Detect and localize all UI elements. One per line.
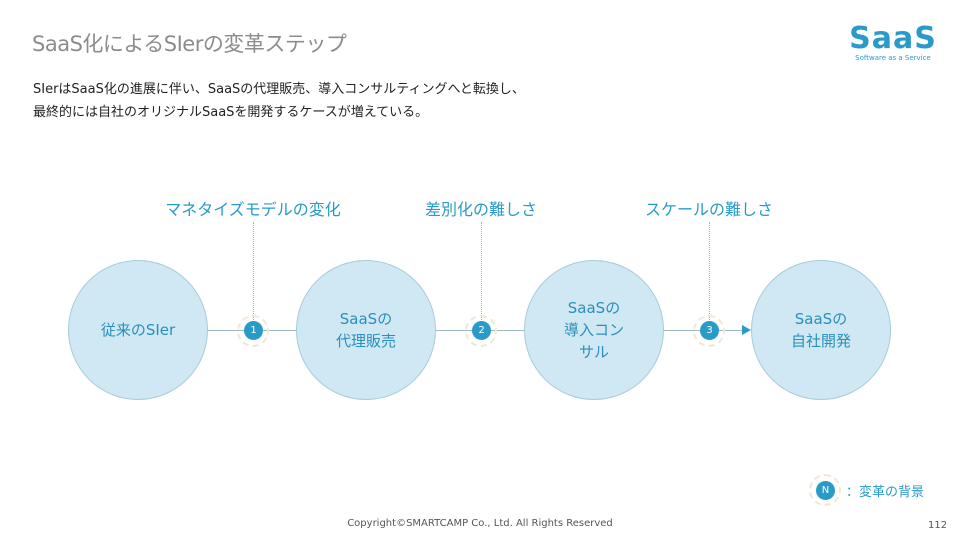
page-title: SaaS化によるSIerの変革ステップ (32, 32, 347, 56)
cycle-ring-icon (237, 315, 269, 347)
number-badge: 3 (700, 321, 719, 340)
step-label: SaaSの 導入コン サル (563, 299, 624, 361)
step-label: SaaSの 自社開発 (790, 310, 851, 350)
page-number: 112 (928, 520, 948, 531)
saas-logo: SaaS Software as a Service (846, 21, 940, 63)
description-line: 最終的には自社のオリジナルSaaSを開発するケースが増えている。 (33, 105, 429, 120)
dotted-leader (253, 222, 254, 320)
logo-text: SaaS (849, 21, 937, 56)
step-label: SaaSの 代理販売 (335, 310, 396, 350)
dotted-leader (481, 222, 482, 320)
cycle-ring-icon (693, 315, 725, 347)
copyright: Copyright©SMARTCAMP Co., Ltd. All Rights… (347, 518, 613, 529)
step-circle-3: SaaSの 導入コン サル (524, 260, 664, 400)
cycle-ring-icon (465, 315, 497, 347)
background-label-3: スケールの難しさ (644, 200, 773, 219)
step-circle-2: SaaSの 代理販売 (296, 260, 436, 400)
description-line: SIerはSaaS化の進展に伴い、SaaSの代理販売、導入コンサルティングへと転… (33, 82, 525, 97)
legend-badge: N (816, 481, 835, 500)
step-circle-4: SaaSの 自社開発 (751, 260, 891, 400)
background-label-2: 差別化の難しさ (424, 200, 537, 219)
step-label: 従来のSIer (100, 321, 176, 339)
step-circle-1: 従来のSIer (68, 260, 208, 400)
cycle-ring-icon (809, 474, 841, 506)
number-badge: 1 (244, 321, 263, 340)
logo-subtext: Software as a Service (855, 54, 931, 62)
legend-label: ：変革の背景 (846, 485, 925, 500)
background-label-1: マネタイズモデルの変化 (165, 200, 341, 219)
dotted-leader (709, 222, 710, 320)
arrow-right-icon (742, 325, 751, 335)
number-badge: 2 (472, 321, 491, 340)
